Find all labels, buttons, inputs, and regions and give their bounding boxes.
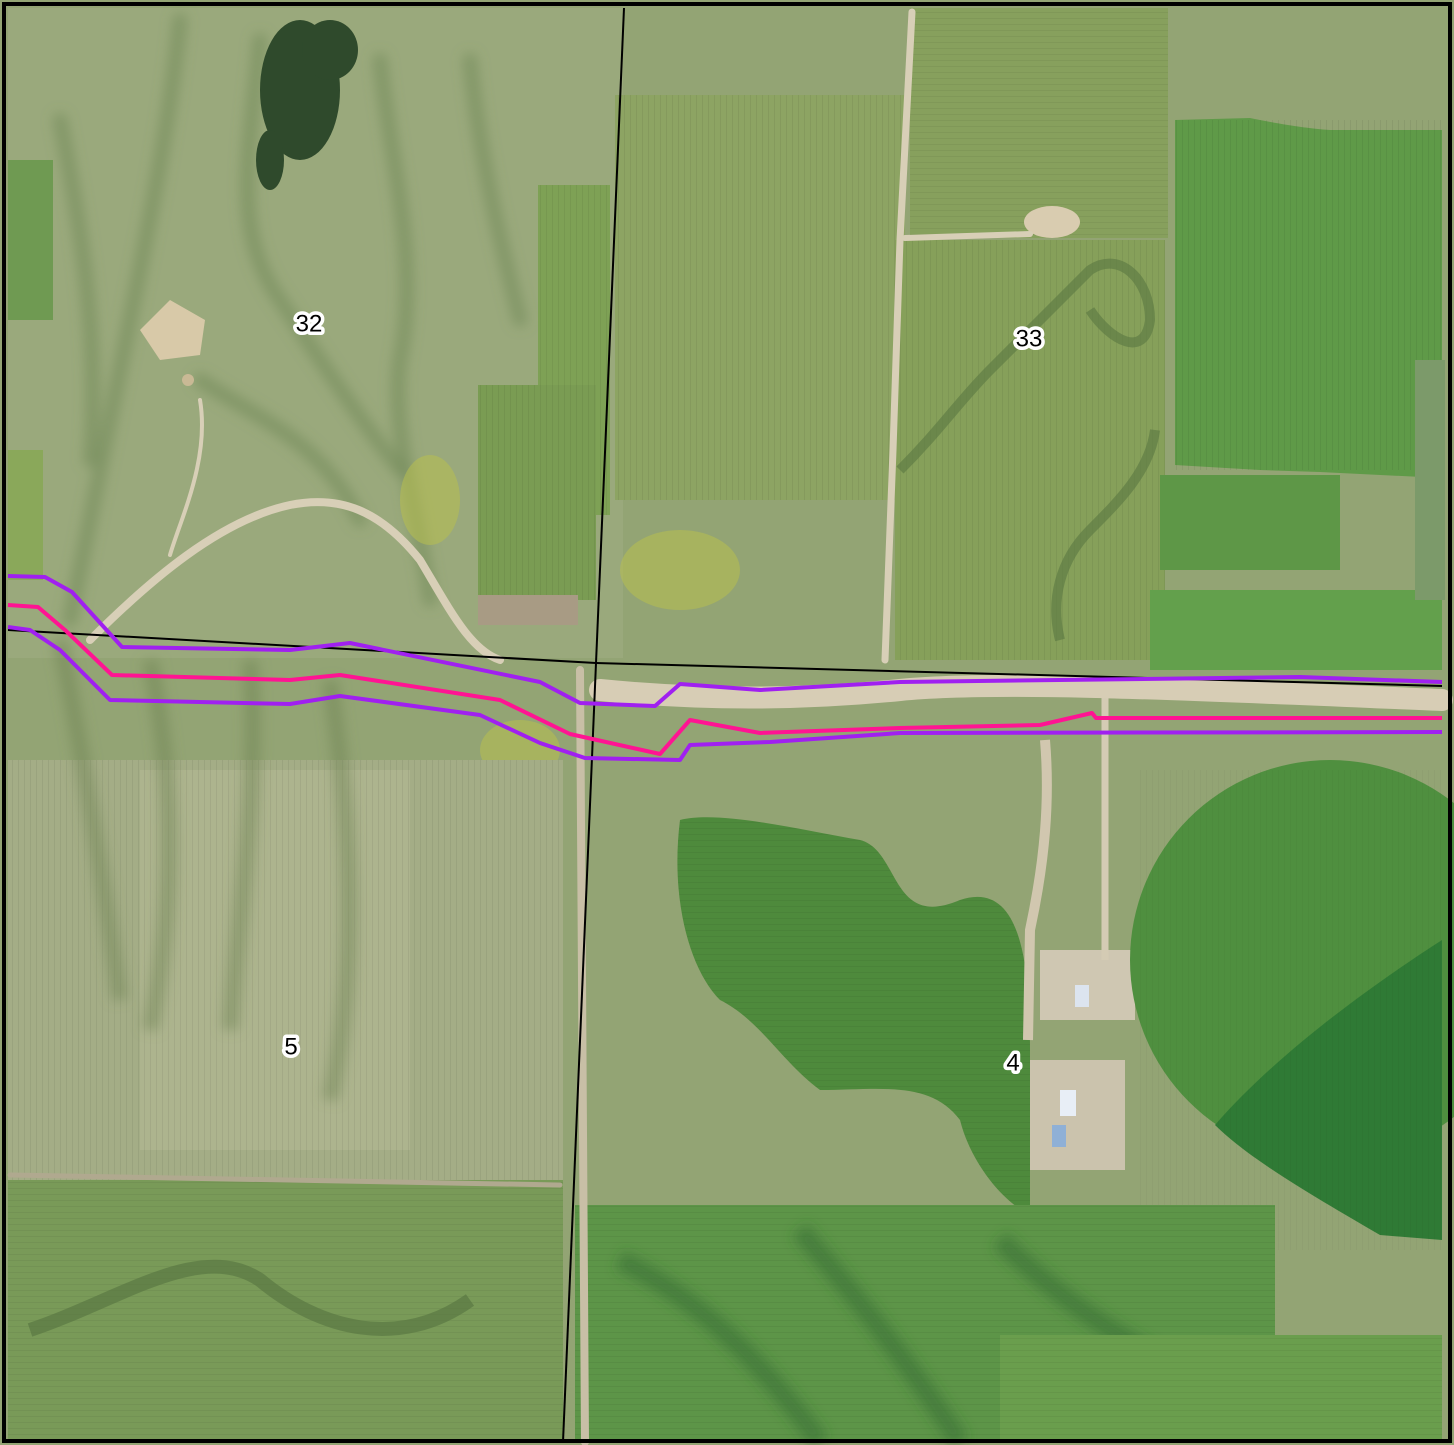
well-pad (140, 300, 205, 386)
tree-cluster (256, 20, 358, 190)
pipeline-centerline (7, 603, 1442, 756)
section-lines (7, 7, 1443, 1443)
section-label-4: 4 (1006, 1050, 1019, 1077)
section-label-32: 32 (296, 311, 323, 338)
section-label-33: 33 (1016, 326, 1043, 353)
facility-site (1030, 950, 1135, 1170)
section-labels: 32 33 5 4 (281, 307, 1046, 1080)
section-label-5: 5 (284, 1034, 297, 1061)
corridor-north-edge (7, 574, 1443, 708)
corridor-south-edge (7, 625, 1443, 762)
corridor-outline (7, 574, 1443, 762)
gravel-roads (7, 8, 1453, 1445)
